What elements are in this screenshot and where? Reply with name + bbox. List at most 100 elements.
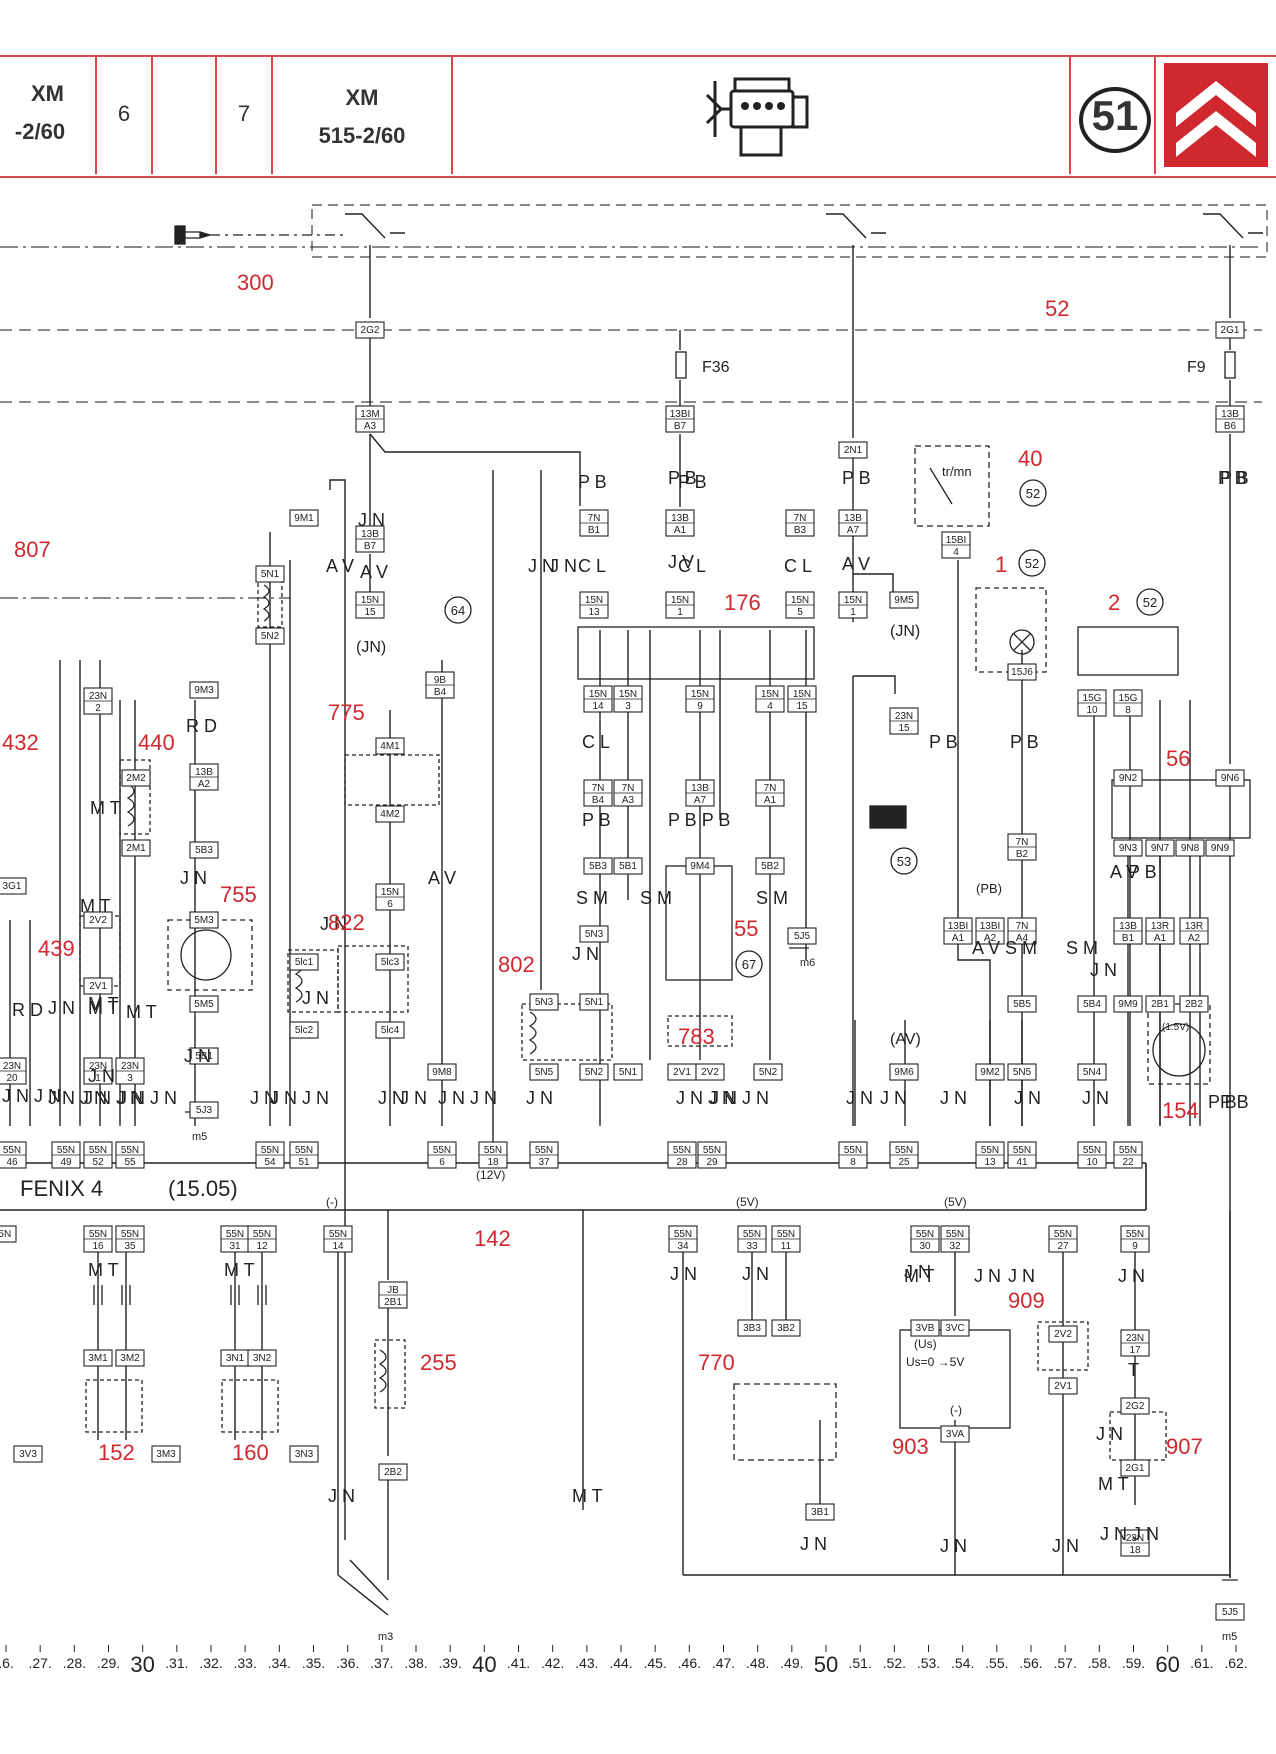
connector-code: 13B [671, 513, 689, 524]
note-av: (AV) [890, 1031, 921, 1048]
connector-pin: 51 [298, 1157, 310, 1168]
connector: 5N1 [255, 565, 285, 583]
connector-code: 3V3 [19, 1449, 37, 1460]
wire-colour-label: M T [572, 1486, 603, 1506]
scale-label: .62. [1224, 1655, 1247, 1671]
label-56: 56 [1166, 746, 1190, 771]
wire-colour-label: M T [1098, 1474, 1129, 1494]
connector-code: 5M3 [194, 915, 214, 926]
wire-colour-label: P B P B [668, 810, 730, 830]
connector-code: 55N [895, 1145, 913, 1156]
wire-colour-label: J N [302, 988, 329, 1008]
connector-pin: 52 [92, 1157, 104, 1168]
connector-code: 3N1 [226, 1353, 245, 1364]
connector-code: 2G1 [1126, 1463, 1145, 1474]
connector-code: 3N3 [295, 1449, 314, 1460]
connector-code: 15N [791, 595, 809, 606]
connector-code: 9M9 [1118, 999, 1138, 1010]
connector: 55N [0, 1225, 17, 1243]
connector: 3M1 [83, 1349, 113, 1367]
fuse-f9: F9 [1187, 359, 1206, 376]
connector-code: 13M [360, 409, 379, 420]
wire-colour-label: J N [88, 1066, 115, 1086]
connector-pin: 8 [850, 1157, 856, 1168]
connector: 3VB [910, 1319, 940, 1337]
connector-code: 15N [793, 689, 811, 700]
connector: 5B3 [189, 841, 219, 859]
wire-colour-label: J V [668, 552, 694, 572]
connector: 5J5 [787, 927, 817, 945]
connector: 9M2 [975, 1063, 1005, 1081]
connector: 5B2 [755, 857, 785, 875]
scale-label: 50 [814, 1652, 838, 1677]
connector-pin: 55 [124, 1157, 136, 1168]
scale-label: .54. [951, 1655, 974, 1671]
wire-colour-label: J N [438, 1088, 465, 1108]
connector: 2B1 [1145, 995, 1175, 1013]
connector-pin: 2B1 [384, 1297, 402, 1308]
label-903: 903 [892, 1434, 929, 1459]
connector-code: 23N [1126, 1333, 1144, 1344]
wire-colour-label: J N [1082, 1088, 1109, 1108]
connector-code: 23N [89, 691, 107, 702]
wire-colour-label: M T [80, 896, 111, 916]
connector: 3VC [940, 1319, 970, 1337]
wire-colour-label: S M [640, 888, 672, 908]
connector-code: 7N [764, 783, 777, 794]
label-142: 142 [474, 1226, 511, 1251]
wire-colour-label: A V [842, 554, 870, 574]
connector-pin: 15 [364, 607, 376, 618]
connector-code: 55N [57, 1145, 75, 1156]
ref-52c: 52 [1143, 595, 1157, 610]
connector-code: 15N [761, 689, 779, 700]
frame-lines [0, 204, 1268, 599]
wire-colour-label: J N [1118, 1266, 1145, 1286]
connector-code: 5B3 [195, 845, 213, 856]
connector-code: 55N [261, 1145, 279, 1156]
wire-colour-label: J N [572, 944, 599, 964]
connector: 5B1 [613, 857, 643, 875]
wire-colour-label: R D [12, 1000, 43, 1020]
connector-code: 55N [89, 1145, 107, 1156]
connector: 5B1 [189, 1047, 219, 1065]
connector-code: 9M8 [432, 1067, 452, 1078]
connector-code: 2G2 [1126, 1401, 1145, 1412]
connector-pin: B3 [794, 525, 807, 536]
connector-pin: A7 [694, 795, 707, 806]
connector-code: 55N [743, 1229, 761, 1240]
connector-code: 3M1 [88, 1353, 108, 1364]
connector: 9N2 [1113, 769, 1143, 787]
connector-code: 15N [381, 887, 399, 898]
header-cell-1-top: XM [31, 81, 64, 106]
label-2: 2 [1108, 590, 1120, 615]
connector-code: 5B4 [1083, 999, 1101, 1010]
connector-code: 5M5 [194, 999, 214, 1010]
scale-label: .44. [609, 1655, 632, 1671]
connector-code: 55N [703, 1145, 721, 1156]
connector-pin: A1 [674, 525, 687, 536]
ground-label: m5 [1222, 1631, 1237, 1643]
connector: 2G2 [355, 321, 385, 339]
connector-code: 9N8 [1181, 843, 1200, 854]
connector-pin: 29 [706, 1157, 718, 1168]
ground-label: m6 [800, 957, 815, 969]
connector-code: 9M4 [690, 861, 710, 872]
page-number-circle [1079, 87, 1151, 153]
scale-label: .43. [575, 1655, 598, 1671]
scale-label: .52. [883, 1655, 906, 1671]
